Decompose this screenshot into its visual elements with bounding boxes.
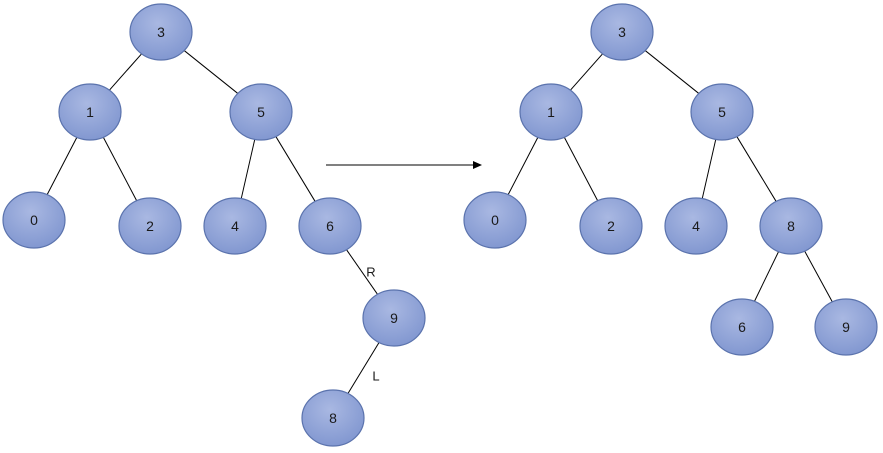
svg-text:4: 4 (692, 218, 700, 234)
after-node-4: 4 (664, 197, 728, 255)
svg-text:5: 5 (257, 104, 265, 120)
before-edge-b3-b5 (183, 50, 239, 94)
before-edge-b3-b1 (109, 53, 142, 91)
after-edge-a1-a2 (563, 137, 599, 201)
svg-text:2: 2 (146, 218, 154, 234)
after-edge-a3-a1 (570, 53, 603, 91)
before-edge-b6-b9 (346, 249, 378, 295)
svg-text:2: 2 (607, 218, 615, 234)
edge-label-r: R (366, 265, 375, 280)
after-tree: 3 1 5 0 2 4 8 (463, 3, 878, 356)
before-tree: 3 1 5 0 2 4 6 (2, 3, 426, 447)
before-node-5: 5 (229, 83, 293, 141)
svg-text:0: 0 (491, 212, 499, 228)
svg-text:6: 6 (738, 319, 746, 335)
before-node-9: 9 (362, 289, 426, 347)
after-node-6: 6 (710, 298, 774, 356)
svg-text:4: 4 (231, 218, 239, 234)
before-edge-b5-b6 (275, 136, 316, 202)
edge-label-l: L (372, 369, 379, 384)
svg-text:6: 6 (326, 218, 334, 234)
before-edge-b1-b0 (46, 137, 78, 195)
after-node-8: 8 (759, 197, 823, 255)
before-edge-b1-b2 (102, 137, 138, 201)
edges-layer (46, 50, 833, 394)
after-node-2: 2 (579, 197, 643, 255)
after-node-9: 9 (814, 298, 878, 356)
svg-text:1: 1 (86, 104, 94, 120)
svg-text:8: 8 (329, 410, 337, 426)
before-edge-b5-b4 (240, 139, 256, 199)
before-edge-b9-b8 (347, 342, 380, 394)
after-edge-a5-a4 (701, 139, 717, 199)
svg-text:9: 9 (842, 319, 850, 335)
before-node-3: 3 (129, 3, 193, 61)
after-node-3: 3 (590, 3, 654, 61)
svg-text:1: 1 (547, 104, 555, 120)
before-node-0: 0 (2, 191, 66, 249)
before-node-6: 6 (298, 197, 362, 255)
svg-text:0: 0 (30, 212, 38, 228)
svg-text:3: 3 (618, 24, 626, 40)
svg-text:8: 8 (787, 218, 795, 234)
svg-text:3: 3 (157, 24, 165, 40)
svg-text:5: 5 (718, 104, 726, 120)
before-node-4: 4 (203, 197, 267, 255)
after-edge-a3-a5 (644, 50, 700, 94)
before-node-8: 8 (301, 389, 365, 447)
after-edge-a8-a9 (804, 250, 833, 303)
after-edge-a8-a6 (753, 251, 780, 302)
after-edge-a5-a8 (736, 136, 777, 202)
after-node-1: 1 (519, 83, 583, 141)
after-node-5: 5 (690, 83, 754, 141)
before-node-2: 2 (118, 197, 182, 255)
after-node-0: 0 (463, 191, 527, 249)
after-edge-a1-a0 (507, 137, 539, 195)
before-node-1: 1 (58, 83, 122, 141)
svg-text:9: 9 (390, 310, 398, 326)
